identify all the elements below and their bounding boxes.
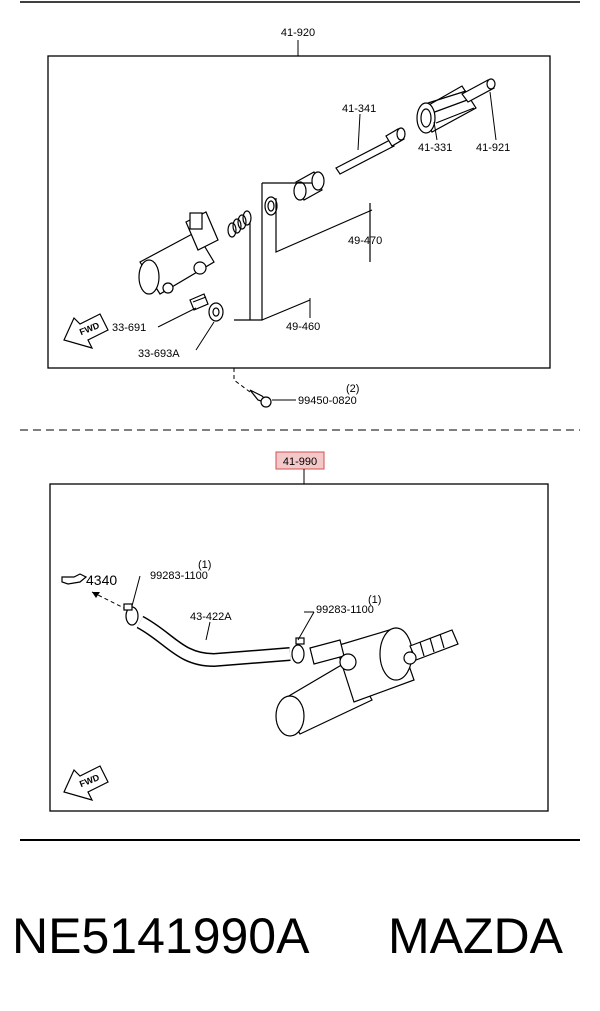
hose-part — [136, 615, 291, 668]
part-label-33-693a: 33-693A — [138, 348, 180, 360]
spring-part — [227, 210, 252, 238]
footer-brand: MAZDA — [388, 908, 564, 964]
clamp-1-number: 99283-1100 — [150, 570, 208, 582]
part-label-49-470: 49-470 — [348, 235, 382, 247]
part-label-41-331: 41-331 — [418, 142, 452, 154]
upper-assembly-number: 41-920 — [281, 27, 315, 39]
reference-4340: 4340 — [61, 572, 125, 609]
part-label-41-921: 41-921 — [476, 142, 510, 154]
clamp-1-qty: (1) — [198, 559, 211, 571]
seal-ring-part — [264, 196, 278, 216]
cylinder-body-part — [138, 211, 219, 295]
slave-cylinder-part — [275, 627, 459, 737]
clamp-2-qty: (1) — [368, 594, 381, 606]
fwd-arrow-icon: FWD — [63, 313, 109, 349]
lower-assembly-number: 41-990 — [283, 456, 317, 468]
clamp-2-number: 99283-1100 — [316, 604, 374, 616]
part-label-41-341: 41-341 — [342, 103, 376, 115]
hose-number: 43-422A — [190, 611, 232, 623]
fwd-arrow-icon: FWD — [63, 765, 109, 801]
boot-part — [416, 85, 477, 134]
pointing-hand-icon — [61, 573, 88, 585]
upper-assembly-frame — [47, 55, 551, 369]
piston-part — [293, 171, 325, 201]
part-label-49-460: 49-460 — [286, 321, 320, 333]
reference-label: 4340 — [86, 572, 117, 588]
footer-part-number: NE5141990A — [12, 908, 310, 964]
lower-assembly-highlight — [275, 451, 325, 470]
bolt-qty-label: (2) — [346, 383, 359, 395]
bolt-33-691-part — [189, 293, 209, 311]
clamp-2-part — [291, 637, 305, 664]
nut-33-693a-part — [208, 302, 224, 322]
lower-assembly: 41-990 4340 — [49, 451, 549, 812]
lower-assembly-frame — [49, 483, 549, 812]
push-rod-part — [461, 78, 496, 103]
bolt-number-label: 99450-0820 — [298, 395, 357, 407]
clamp-1-part — [123, 603, 139, 626]
upper-assembly: 41-920 — [47, 27, 551, 369]
bolt-99450-0820: 99450-0820 (2) — [233, 368, 359, 408]
part-label-33-691: 33-691 — [112, 322, 146, 334]
rod-part — [335, 127, 406, 175]
